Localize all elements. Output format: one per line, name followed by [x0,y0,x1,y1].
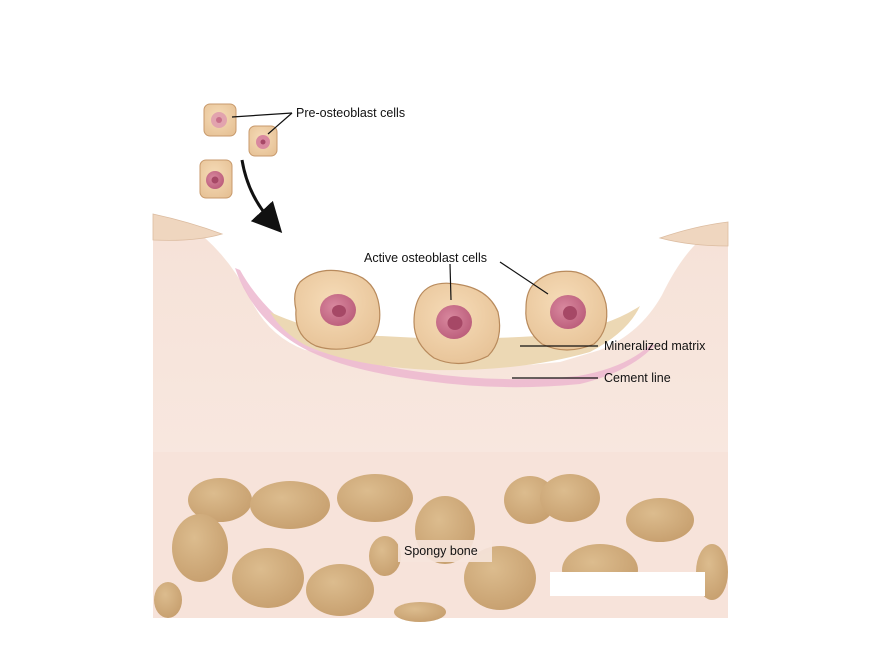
blank-label-box [550,572,705,596]
marrow-space [250,481,330,529]
pre-osteoblast-cell [203,103,237,137]
marrow-space [188,478,252,522]
mineralized-matrix [270,306,640,371]
right-bone-spur [658,221,729,247]
label-mineralized-matrix: Mineralized matrix [604,339,706,353]
leader-active-2 [499,261,549,295]
leader-lines [231,112,598,379]
label-spongy-bone: Spongy bone [404,544,478,558]
label-cement-line: Cement line [604,371,671,385]
marrow-space [337,474,413,522]
marrow-space [626,498,694,542]
marrow-space [154,582,182,618]
left-bone-spur [152,213,224,241]
spongy-bone-label-bg [398,540,492,562]
marrow-space [172,514,228,582]
marrow-space [306,564,374,616]
marrow-space [369,536,401,576]
pre-osteoblast-cells [199,103,278,199]
pre-osteoblast-cell [199,159,233,199]
active-osteoblast-cell [294,269,381,350]
active-osteoblast-cell [525,270,608,351]
spongy-bone [153,452,728,622]
marrow-space [394,602,446,622]
leader-active-1 [449,263,452,301]
active-osteoblast-cells [294,269,608,365]
leader-pre-osteoblast-1 [231,112,293,118]
migration-arrow [240,159,283,234]
pre-osteoblast-cell [248,125,278,157]
label-pre-osteoblast: Pre-osteoblast cells [296,106,405,120]
marrow-space [540,474,600,522]
marrow-space [232,548,304,608]
leader-pre-osteoblast-2 [267,112,293,135]
label-active-osteoblast: Active osteoblast cells [364,251,487,265]
active-osteoblast-cell [413,282,501,365]
